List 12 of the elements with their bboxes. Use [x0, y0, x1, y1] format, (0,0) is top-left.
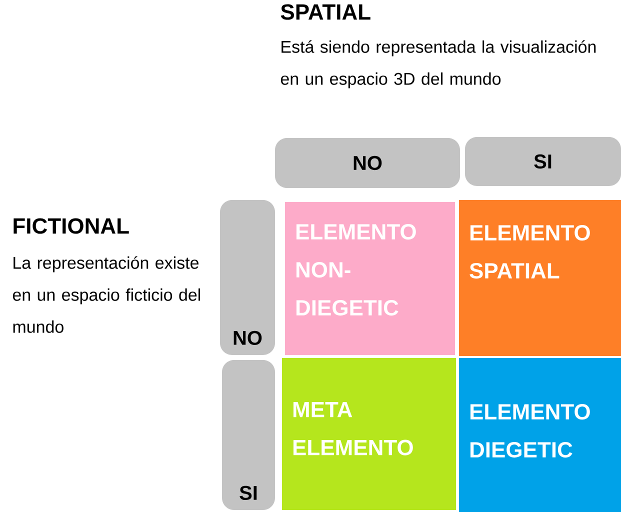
column-header-tab: SI [465, 137, 621, 186]
axis-heading: FICTIONAL [14, 218, 129, 234]
quadrant-cell: ELEMENTO NON- DIEGETIC [285, 202, 455, 355]
quadrant-cell: ELEMENTO SPATIAL [459, 200, 621, 356]
row-header-tab: SI [222, 360, 275, 510]
quadrant-cell: ELEMENTO DIEGETIC [459, 358, 621, 512]
axis-heading: SPATIAL [280, 4, 370, 20]
axis-description: La representación existe en un espacio ficticio del mundo [12, 256, 200, 333]
quadrant-cell: META ELEMENTO [282, 358, 456, 510]
axis-description: Está siendo representada la visualización en un espacio 3D del mundo [280, 40, 596, 88]
column-header-tab: NO [275, 138, 460, 188]
row-header-tab: NO [220, 200, 275, 355]
